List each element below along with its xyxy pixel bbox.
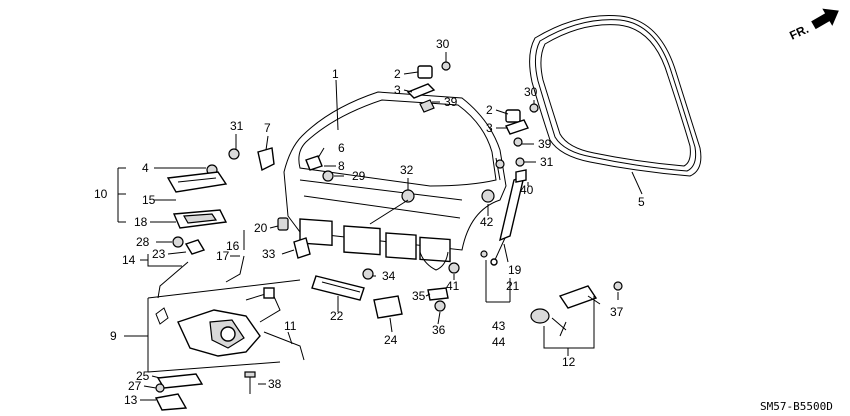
ball-stud	[480, 250, 488, 258]
callout-37: 37	[610, 305, 624, 319]
leader-lines	[117, 52, 643, 401]
callout-30: 30	[524, 85, 538, 99]
callout-33: 33	[262, 247, 276, 261]
callout-34: 34	[382, 269, 396, 283]
diagram-code: SM57-B5500D	[760, 400, 833, 413]
handle-24	[373, 295, 403, 319]
callout-43: 43	[492, 319, 506, 333]
callout-17: 17	[216, 249, 230, 263]
bracket-35	[427, 287, 449, 301]
callout-16: 16	[226, 239, 240, 253]
callout-8: 8	[338, 159, 345, 173]
direction-indicator: FR.	[787, 8, 839, 43]
callout-20: 20	[254, 221, 268, 235]
clip-34	[362, 268, 374, 280]
callout-9: 9	[110, 329, 117, 343]
callout-39: 39	[538, 137, 552, 151]
callout-44: 44	[492, 335, 506, 349]
callout-40: 40	[520, 183, 534, 197]
rod-17	[225, 255, 245, 283]
garnish-22	[311, 275, 365, 301]
bracket-33	[293, 237, 311, 259]
callout-25: 25	[136, 369, 150, 383]
bolt-31	[228, 148, 240, 160]
callout-2: 2	[394, 67, 401, 81]
callout-21: 21	[506, 279, 520, 293]
callout-22: 22	[330, 309, 344, 323]
callout-12: 12	[562, 355, 576, 369]
inner-bracket	[305, 155, 323, 171]
callout-18: 18	[134, 215, 148, 229]
grommet-29	[322, 170, 334, 182]
callout-4: 4	[142, 161, 149, 175]
screw-37	[613, 281, 623, 291]
callout-35: 35	[412, 289, 426, 303]
callout-10: 10	[94, 187, 108, 201]
callout-11: 11	[284, 319, 297, 333]
callout-32: 32	[400, 163, 414, 177]
bumper-20	[277, 217, 289, 231]
grommet-36	[434, 300, 446, 312]
callout-27: 27	[128, 379, 142, 393]
callout-41: 41	[446, 279, 460, 293]
callout-29: 29	[352, 169, 366, 183]
callout-31: 31	[230, 119, 244, 133]
lock-cylinder-set	[530, 285, 601, 337]
cap-28	[172, 236, 184, 248]
callout-labels: 1 2 2 3 3 4 5 6 7 8 9 10 11 12 13 14 15 …	[94, 37, 645, 407]
tailgate-panel	[283, 91, 507, 271]
callout-24: 24	[384, 333, 398, 347]
callout-36: 36	[432, 323, 446, 337]
hinge-right	[495, 103, 539, 169]
retainer-23	[184, 239, 206, 255]
callout-13: 13	[124, 393, 138, 407]
callout-15: 15	[142, 193, 156, 207]
callout-31: 31	[540, 155, 554, 169]
callout-28: 28	[136, 235, 150, 249]
direction-label: FR.	[787, 22, 810, 43]
callout-19: 19	[508, 263, 522, 277]
callout-3: 3	[394, 83, 401, 97]
callout-14: 14	[122, 253, 136, 267]
callout-38: 38	[268, 377, 282, 391]
screw-27	[155, 383, 165, 393]
callout-39: 39	[444, 95, 458, 109]
forward-arrow-icon	[811, 8, 839, 30]
gas-strut	[490, 169, 527, 266]
cap-41	[448, 262, 460, 274]
holder-13	[154, 393, 188, 411]
striker-bracket-7	[257, 147, 275, 172]
callout-5: 5	[638, 195, 645, 209]
hinge-left	[406, 58, 451, 113]
tailgate-weatherstrip	[529, 15, 702, 177]
callout-42: 42	[480, 215, 494, 229]
callout-6: 6	[338, 141, 345, 155]
rod-14	[157, 261, 189, 299]
handle-15	[166, 171, 228, 193]
key-cylinder-25	[156, 373, 204, 389]
callout-7: 7	[264, 121, 271, 135]
callout-1: 1	[332, 67, 339, 81]
callout-2: 2	[486, 103, 493, 117]
callout-23: 23	[152, 247, 166, 261]
callout-30: 30	[436, 37, 450, 51]
callout-3: 3	[486, 121, 493, 135]
latch-assembly	[155, 287, 305, 361]
stopper-42	[481, 189, 495, 203]
